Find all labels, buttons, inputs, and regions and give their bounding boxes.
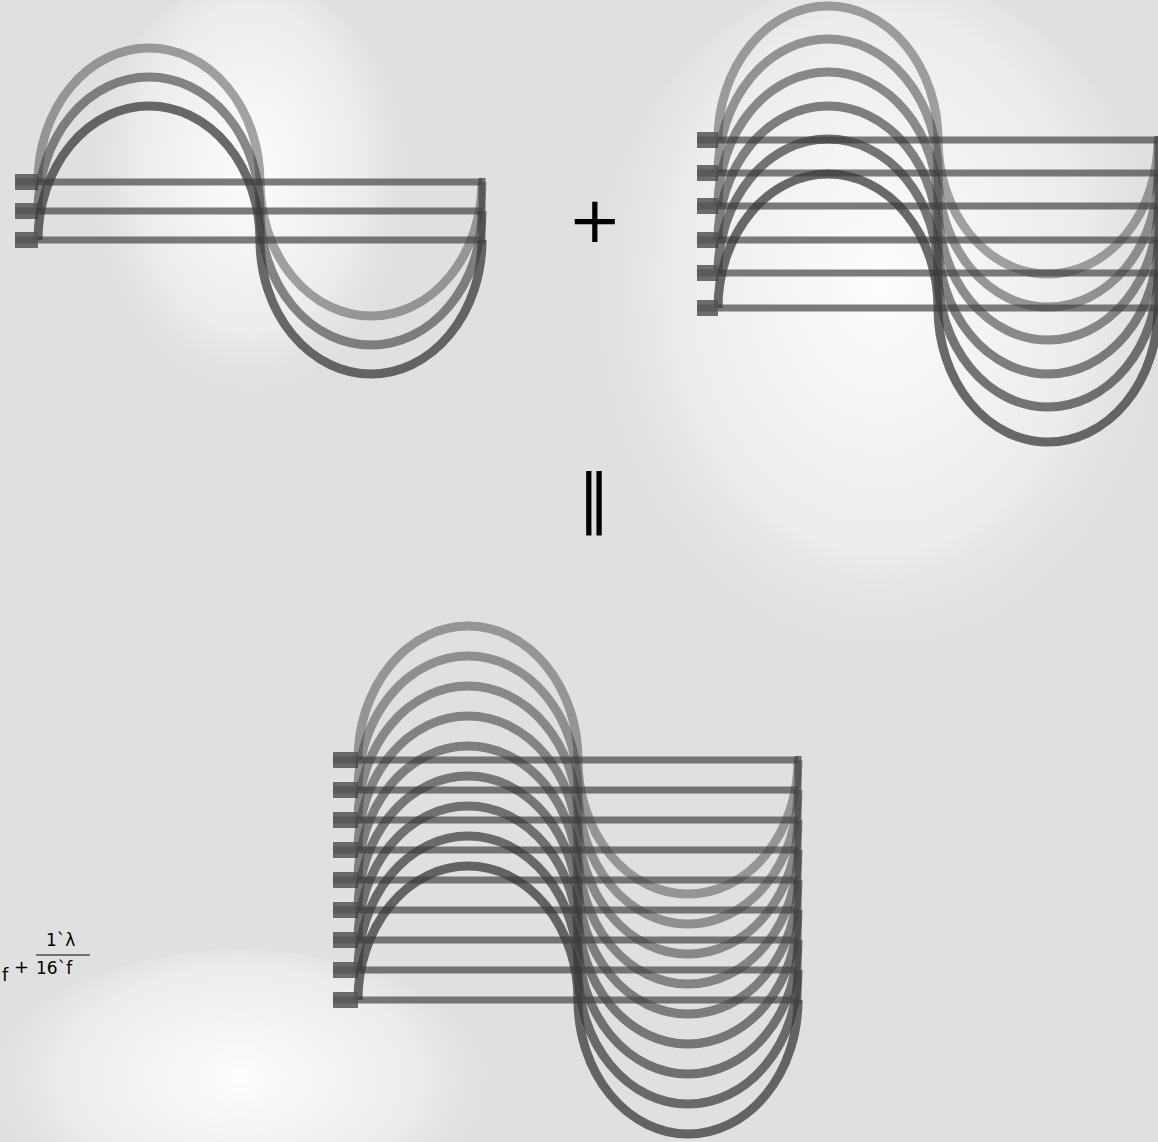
wave-baseline	[697, 270, 1158, 277]
wave-tab	[333, 782, 358, 798]
wave-tab	[697, 232, 718, 248]
wave-tab	[697, 165, 718, 181]
wave-tab	[333, 962, 358, 978]
wave-tab	[333, 842, 358, 858]
wave-edge	[1155, 136, 1158, 312]
wave-tab	[697, 132, 718, 148]
sine-wave	[358, 866, 798, 1134]
wave-baseline	[15, 208, 482, 215]
wave-tab	[15, 232, 38, 248]
wave-tab	[333, 992, 358, 1008]
wave-tab	[333, 812, 358, 828]
plus-sign: +	[568, 188, 622, 252]
wave-bundle	[15, 48, 482, 374]
wave-edge	[795, 756, 802, 1004]
wave-bundle	[697, 6, 1158, 442]
wave-tab	[697, 265, 718, 281]
background-sphere	[580, 0, 1158, 745]
wave-tab	[333, 932, 358, 948]
wave-tab	[333, 902, 358, 918]
wave-tab	[333, 752, 358, 768]
wave-tab	[15, 203, 38, 219]
formula-operator: +	[14, 958, 29, 976]
fraction-bar	[36, 954, 90, 955]
equals-sign: ‖	[578, 466, 610, 530]
sine-wave	[38, 106, 482, 374]
wave-tab	[15, 174, 38, 190]
wave-tab	[697, 198, 718, 214]
wave-edge	[479, 178, 486, 244]
background-sphere	[85, 0, 415, 450]
formula-term: f	[2, 966, 8, 984]
wave-baseline	[15, 237, 482, 244]
fraction-denominator: 16`f	[36, 960, 72, 977]
wave-bundle	[333, 626, 798, 1134]
wave-tab	[697, 300, 718, 316]
wave-baseline	[333, 967, 798, 974]
wave-tab	[333, 872, 358, 888]
sine-wave	[718, 174, 1158, 442]
background-sphere	[0, 950, 500, 1142]
wave-baseline	[697, 305, 1158, 312]
fraction-numerator: 1`λ	[46, 932, 75, 949]
wave-baseline	[333, 997, 798, 1004]
